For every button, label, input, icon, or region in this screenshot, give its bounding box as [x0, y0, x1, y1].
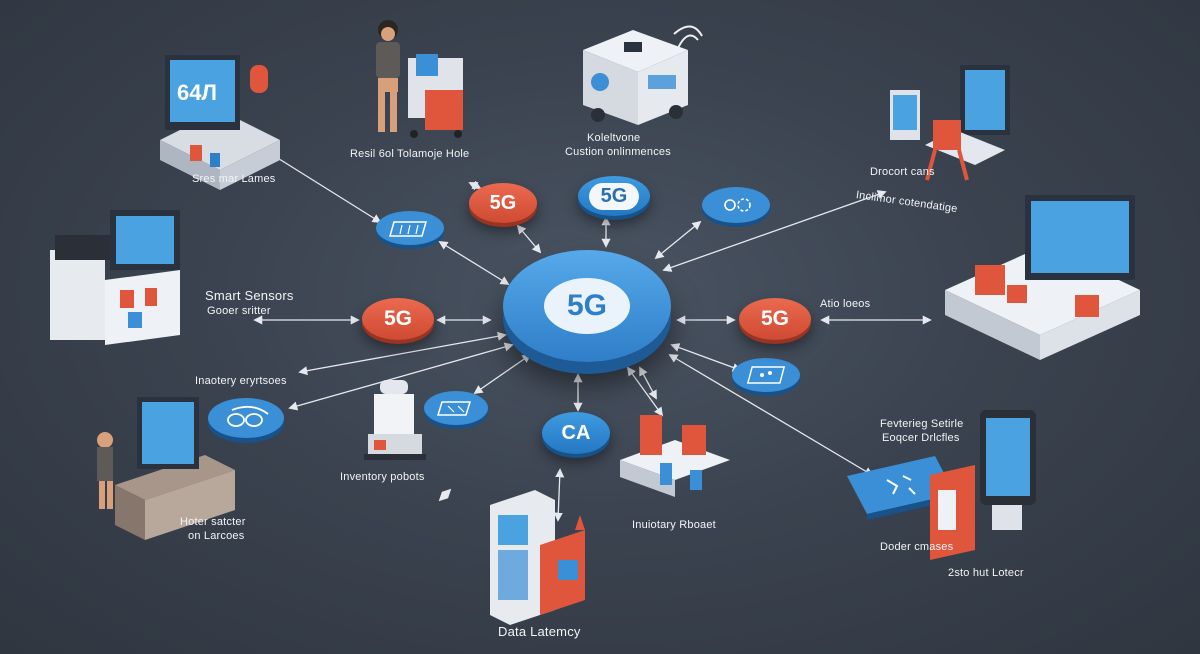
kiosk-display-illustration: 64Л: [160, 55, 280, 190]
workstation-illustration: [97, 397, 235, 540]
label-smart-sensors: Smart Sensors: [205, 288, 294, 303]
label-right-bottom-3: 2sto hut Lotecr: [948, 567, 1024, 579]
disc-card-icon: [424, 391, 488, 429]
link-kiosk: [266, 151, 382, 223]
label-inventory-systems: Inaotery eryrtsoes: [195, 375, 287, 387]
badge-5g-left: 5G: [362, 298, 434, 340]
link-hub-robot: [626, 366, 664, 417]
icon-discs: [208, 187, 955, 520]
label-robot-top-sub: Custion onlinmences: [565, 146, 671, 158]
label-inventory-robot-bottom: Inuiotary Rboaet: [632, 519, 716, 531]
badge-5g-top-left: 5G: [469, 183, 537, 223]
pos-terminal-illustration: [50, 210, 180, 345]
assembly-robot-illustration: [620, 415, 730, 497]
badge-5g-top-center-text: 5G: [588, 182, 640, 210]
link-hub-br: [668, 354, 874, 476]
link-icon-hub: [473, 353, 532, 395]
label-right-bottom: Fevterieg Setirle: [880, 418, 964, 430]
label-inventory-robots: Inventory pobots: [340, 471, 425, 483]
label-right-station: Atio loeos: [820, 298, 871, 310]
vending-machine-illustration: [490, 490, 585, 625]
link-worker: [468, 180, 482, 191]
badge-ca-bottom: CA: [542, 412, 610, 454]
disc-tablet-icon: [376, 211, 444, 249]
label-top-right: Drocort cans: [870, 166, 935, 178]
label-data-latency: Data Latemcy: [498, 624, 581, 639]
tablet-stand-illustration: [930, 410, 1036, 560]
badge-5g-right: 5G: [739, 298, 811, 340]
link-far-tr: [662, 190, 887, 272]
service-desk-illustration: [890, 65, 1010, 181]
label-smart-sensors-sub: Gooer sritter: [207, 305, 271, 317]
label-bottom-left-sub: on Larcoes: [188, 530, 245, 542]
disc-gear-icon: [702, 187, 770, 227]
label-retail-worker: Resil 6ol Tolamoje Hole: [350, 148, 470, 160]
label-retail-kiosk: Sres mar Lames: [192, 173, 276, 185]
link-inv-sys: [298, 331, 507, 376]
link-5g-tl: [516, 224, 542, 254]
wifi-robot-illustration: [583, 25, 703, 125]
badge-5g-top-center: 5G: [578, 176, 650, 216]
disc-chip-icon: [732, 358, 800, 396]
label-robot-top: Koleltvone: [587, 132, 641, 144]
link-tl-hub: [438, 241, 510, 285]
label-bottom-left: Hoter satcter: [180, 516, 246, 528]
hub-label: 5G: [544, 278, 630, 334]
checkout-counter-illustration: [945, 195, 1140, 360]
worker-cart-illustration: [376, 20, 463, 138]
link-icon-tr: [654, 220, 702, 260]
link-hub-icon-r: [670, 343, 742, 372]
connection-lines: [253, 151, 932, 522]
svg-text:64Л: 64Л: [177, 80, 217, 105]
label-right-bottom-sub: Eoqcer Drlcfles: [882, 432, 960, 444]
link-small: [438, 488, 452, 502]
disc-coins-icon: [208, 398, 284, 443]
link-ca-bottom: [553, 468, 565, 522]
central-5g-hub: 5G: [503, 250, 671, 362]
link-hub-robot-2: [639, 366, 657, 400]
scanner-robot-illustration: [364, 380, 426, 460]
label-right-bottom-2: Doder cmases: [880, 541, 954, 553]
